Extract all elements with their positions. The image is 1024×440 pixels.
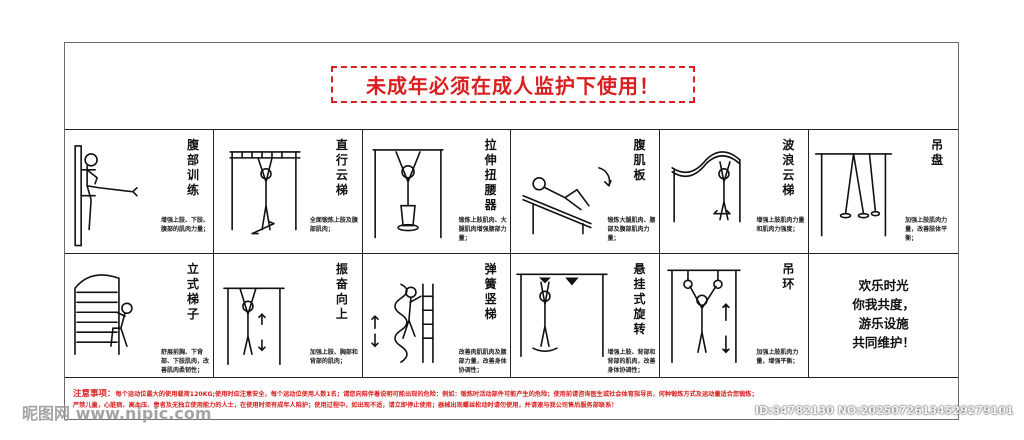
abdominal-trainer-icon [74, 145, 138, 247]
station-desc: 加强上肢、胸部和背部的肌肉； [309, 348, 358, 365]
station-name: 波浪云梯 [782, 138, 795, 197]
station-rings: 吊环 加强上肢肌肉力量，增强平衡； [660, 253, 810, 377]
station-desc: 增强上肢、背部和背部的肌肉，改善身体协调性； [607, 348, 656, 374]
slogan-line: 共同维护！ [852, 334, 915, 350]
slogan-cell: 欢乐时光 你我共度， 游乐设施 共同维护！ [809, 254, 958, 378]
station-abdominal-trainer: 腹部训练 增强上肢、下肢、腹部的肌肉力量； [65, 130, 214, 254]
station-wave-ladder: 波浪云梯 增强上肢肌肉力量和肌肉力强度； [660, 130, 810, 254]
station-name: 吊盘 [931, 138, 944, 167]
station-wall-ladder: 立式梯子 舒展前胸、下背部、下肢肌肉，改善肌肉柔韧性； [65, 253, 214, 377]
station-desc: 加强上肢肌肉力量，增强平衡； [756, 348, 799, 365]
watermark-site: 昵图网 www.nipic.com [22, 404, 212, 423]
equipment-grid: 腹部训练 增强上肢、下肢、腹部的肌肉力量； 直行云梯 全面锻炼上肢及腹部肌肉； [65, 129, 958, 378]
station-hanging-rotator: 悬挂式旋转 增强上肢、背部和背部的肌肉，改善身体协调性； [511, 253, 661, 377]
notice-text-1: 每个运动位最大的使用载荷120KG;使用时应注意安全，每个运动位使用人数1名；请… [115, 391, 758, 398]
safety-sign: 未成年必须在成人监护下使用！ 腹部训练 增强上肢、下肢、腹部的肌肉力量； [64, 42, 959, 420]
slogan: 欢乐时光 你我共度， 游乐设施 共同维护！ [809, 276, 958, 352]
slogan-line: 欢乐时光 [858, 277, 909, 293]
station-name: 立式梯子 [186, 261, 199, 321]
warning-banner: 未成年必须在成人监护下使用！ [331, 66, 695, 103]
station-desc: 加强上肢肌肉力量，改善肢体平衡； [905, 217, 948, 242]
slogan-line: 游乐设施 [858, 315, 909, 331]
hanging-disc-icon [815, 153, 893, 237]
station-name: 拉伸扭腰器 [484, 138, 497, 212]
station-desc: 增强上肢、下肢、腹部的肌肉力量； [161, 217, 210, 233]
waist-twister-icon [372, 149, 444, 239]
pull-up-bar-icon [223, 286, 285, 365]
wall-ladder-icon [74, 273, 133, 355]
station-pull-up-bar: 振奋向上 加强上肢、胸部和背部的肌肉； [214, 253, 363, 377]
safety-notice: 注意事项：每个运动位最大的使用载荷120KG;使用时应注意安全，每个运动位使用人… [73, 389, 957, 411]
station-desc: 锻炼上肢肌肉、大腿肌肉增强腰部力量； [458, 217, 507, 242]
rings-icon [667, 269, 742, 363]
sit-up-board-icon [522, 167, 613, 235]
station-waist-twister: 拉伸扭腰器 锻炼上肢肌肉、大腿肌肉增强腰部力量； [362, 130, 512, 254]
monkey-bars-icon [229, 151, 301, 235]
notice-heading: 注意事项： [73, 389, 116, 399]
station-name: 弹簧竖梯 [484, 261, 497, 321]
hanging-rotator-icon [516, 272, 609, 357]
station-hanging-disc: 吊盘 加强上肢肌肉力量，改善肢体平衡； [809, 130, 958, 254]
notice-line-2: 严禁儿童，心脏病、高血压、患者及无独立使用能力的人士，在使用时须有成年人陪护；使… [73, 402, 618, 409]
station-desc: 锻炼大腿肌肉、腰部及腹部肌肉力量； [607, 217, 656, 242]
station-desc: 舒展前胸、下背部、下肢肌肉，改善肌肉柔韧性； [161, 348, 210, 374]
station-name: 腹部训练 [186, 138, 199, 197]
station-name: 振奋向上 [335, 261, 348, 321]
station-desc: 增强上肢肌肉力量和肌肉力强度； [756, 217, 805, 233]
station-name: 直行云梯 [335, 138, 348, 197]
station-desc: 改善肉肌肌肉及腰部力量，改善身体协调性； [458, 348, 507, 374]
watermark-id: ID:34782130 NO:20250726134529279101 [755, 404, 1014, 417]
spring-ladder-icon [370, 282, 434, 363]
station-sit-up-board: 腹肌板 锻炼大腿肌肉、腰部及腹部肌肉力量； [511, 130, 661, 254]
station-spring-ladder: 弹簧竖梯 改善肉肌肌肉及腰部力量，改善身体协调性； [363, 253, 512, 377]
station-name: 吊环 [782, 261, 795, 291]
wave-ladder-icon [671, 151, 742, 223]
station-monkey-bars: 直行云梯 全面锻炼上肢及腹部肌肉； [213, 130, 363, 254]
slogan-line: 你我共度， [852, 296, 915, 312]
station-desc: 全面锻炼上肢及腹部肌肉； [309, 217, 358, 233]
station-name: 腹肌板 [633, 138, 646, 182]
notice-line-1: 注意事项：每个运动位最大的使用载荷120KG;使用时应注意安全，每个运动位使用人… [73, 389, 957, 400]
station-name: 悬挂式旋转 [633, 261, 646, 336]
